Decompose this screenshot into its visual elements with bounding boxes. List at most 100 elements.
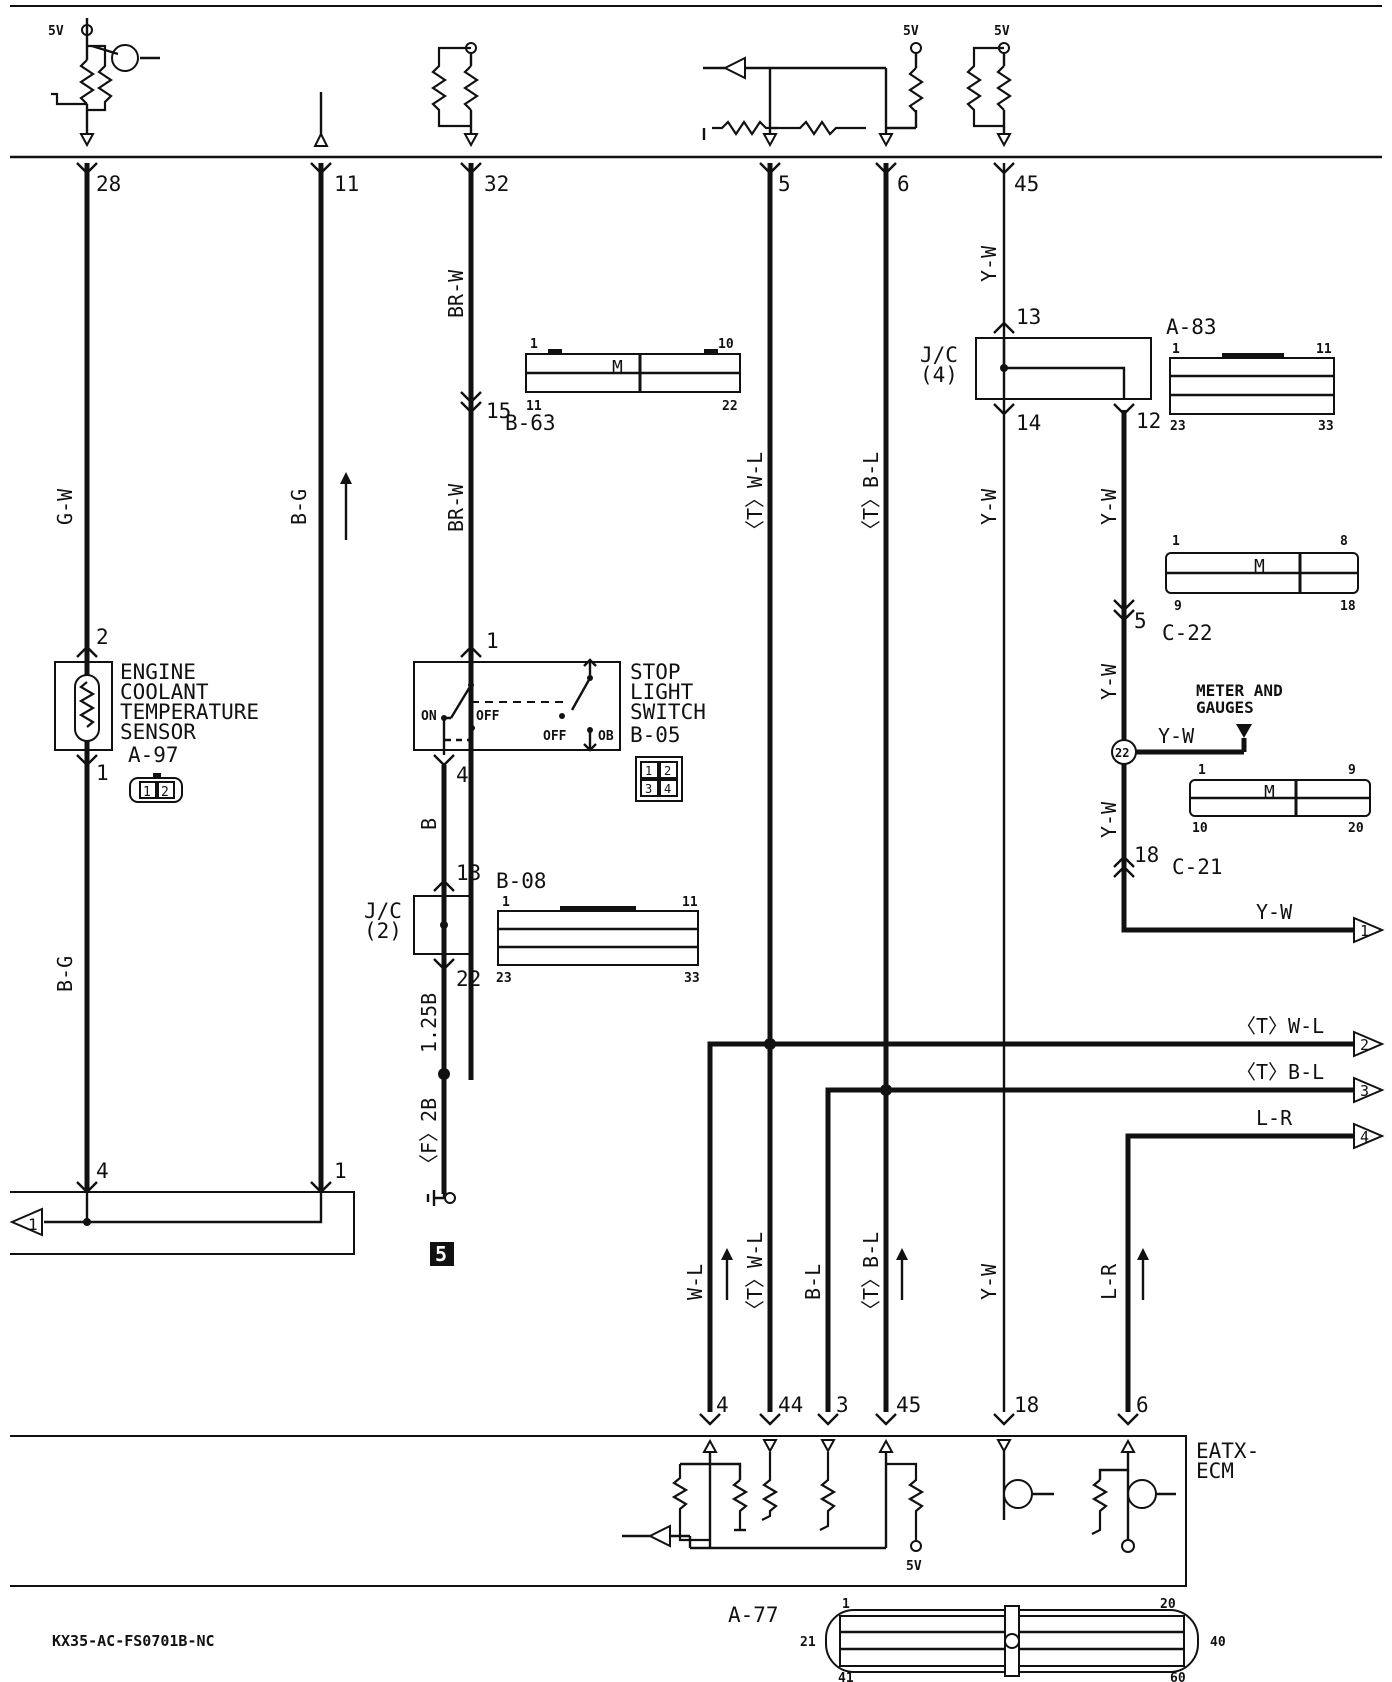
connector-code-c21: C-21 [1172,855,1223,879]
ecm-pin-6: 6 [897,172,910,196]
connector-a77: A-77 1 20 21 40 41 60 [728,1597,1226,1682]
switch-label-line-3: SWITCH [630,700,706,724]
ecm-5v-label: 5V [906,1559,922,1574]
svg-text:M: M [1254,556,1265,577]
svg-text:33: 33 [684,971,700,986]
svg-text:1: 1 [143,785,151,800]
jc4-pin-14: 14 [1016,411,1041,435]
wire-label-br-w-mid: BR-W [444,483,468,532]
wire-label-w-l-bottom: W-L [683,1264,707,1300]
svg-text:1: 1 [842,1597,850,1612]
wire-label-y-w-b: Y-W [1097,663,1121,700]
left-conn-pin-4: 4 [96,1159,109,1183]
sensor-label-line-1: ENGINE [120,660,196,684]
ecm-internal-circuit-5-6: 5V [702,24,924,148]
wire-label-t-w-l-bottom: 〈T〉W-L [743,1232,767,1320]
wire-label-b-g-low: B-G [53,956,77,992]
wire-label-b-l-bottom: B-L [801,1264,825,1300]
wire-label-1-25b: 1.25B [417,993,441,1053]
connector-b63: 1 10 M 11 22 B-63 15 [460,337,741,435]
svg-text:4: 4 [664,782,671,796]
diagram-id: KX35-AC-FS0701B-NC [52,1632,215,1650]
wire-label-f-2b: 〈F〉2B [417,1098,441,1174]
svg-text:11: 11 [526,399,542,414]
jc4-pin-12: 12 [1136,409,1161,433]
switch-pin-1: 1 [486,629,499,653]
svg-text:41: 41 [838,1671,854,1682]
svg-text:1: 1 [645,764,652,778]
joint-connector-4: 13 14 12 J/C (4) [920,305,1161,435]
switch-label-line-2: LIGHT [630,680,694,704]
jc4-label: J/C [920,343,958,367]
ecm-bottom-pin-18: 18 [1014,1393,1039,1417]
svg-text:1: 1 [1172,534,1180,549]
engine-coolant-temperature-sensor: 2 1 ENGINE COOLANT TEMPERATURE SENSOR A-… [54,625,259,803]
svg-text:21: 21 [800,1635,816,1650]
connector-a97: 1 2 [129,773,183,803]
sensor-label-line-3: TEMPERATURE [120,700,259,724]
svg-text:11: 11 [682,895,698,910]
supply-5v-label-3: 5V [994,24,1010,39]
ecm-bottom-pin-6: 6 [1136,1393,1149,1417]
c21-pin-18: 18 [1134,843,1159,867]
continuation-marker-2: 2 [1353,1030,1385,1058]
wire-label-y-w-a: Y-W [1097,488,1121,525]
wire-out-2 [707,1041,1360,1412]
svg-text:18: 18 [1340,599,1356,614]
connector-a83: A-83 1 11 23 33 [1166,315,1335,434]
ground-symbol: 5 [426,1190,456,1266]
ground-ref-5: 5 [435,1242,447,1266]
ecm-pin-5: 5 [778,172,791,196]
ecm-bottom-pin-44: 44 [778,1393,803,1417]
wire-label-y-w-c: Y-W [1097,801,1121,838]
switch-on-label: ON [421,709,437,724]
wire-label-out-3: 〈T〉B-L [1236,1060,1324,1084]
continuation-marker-4: 4 [1353,1122,1385,1150]
ecm-pin-11: 11 [334,172,359,196]
svg-text:M: M [612,357,623,378]
ecm-bottom-pin-4: 4 [716,1393,729,1417]
svg-text:2: 2 [664,764,671,778]
svg-text:40: 40 [1210,1635,1226,1650]
wire-label-t-w-l: 〈T〉W-L [743,452,767,540]
svg-text:1: 1 [530,337,538,352]
jc2-label: J/C [364,899,402,923]
svg-text:33: 33 [1318,419,1334,434]
wire-label-g-w: G-W [53,488,77,525]
svg-text:1: 1 [1360,922,1369,940]
svg-text:9: 9 [1348,763,1356,778]
sensor-pin-1: 1 [96,761,109,785]
ecm-label-line-1: EATX- [1196,1439,1259,1463]
wire-label-out-2: 〈T〉W-L [1236,1014,1324,1038]
connector-code-b08: B-08 [496,869,547,893]
supply-5v-label: 5V [48,24,64,39]
svg-text:3: 3 [1360,1082,1369,1100]
connector-code-c22: C-22 [1162,621,1213,645]
eatx-ecm-lower: 4 44 3 45 18 6 EATX- ECM 5V [10,1393,1259,1587]
svg-text:3: 3 [645,782,652,796]
stop-light-switch: 1 ON OFF OFF OB 4 STOP LIGHT SWITCH B-05… [413,629,706,802]
svg-text:10: 10 [718,337,734,352]
ecm-bottom-pin-45: 45 [896,1393,921,1417]
meter-label-line-1: METER AND [1196,681,1283,700]
svg-text:22: 22 [722,399,738,414]
connector-c22: 1 8 M 9 18 C-22 5 [1113,534,1359,645]
svg-text:23: 23 [496,971,512,986]
wire-y-w-branch [1121,410,1360,933]
sensor-pin-2: 2 [96,625,109,649]
wire-label-out-1: Y-W [1256,900,1293,924]
wire-label-t-b-l-bottom: 〈T〉B-L [859,1232,883,1320]
jc2-number: (2) [364,919,402,943]
meter-and-gauges: METER AND GAUGES [1196,681,1283,752]
connector-code-a97: A-97 [128,743,179,767]
sensor-label-line-2: COOLANT [120,680,209,704]
ecm-pin-28: 28 [96,172,121,196]
ecm-internal-circuit-45: 5V [966,24,1012,148]
wire-out-3 [825,1087,1360,1412]
ecm-pin-32: 32 [484,172,509,196]
jc4-number: (4) [920,363,958,387]
svg-text:2: 2 [1360,1036,1369,1054]
connector-code-b05: B-05 [630,723,681,747]
svg-text:4: 4 [1360,1128,1369,1146]
